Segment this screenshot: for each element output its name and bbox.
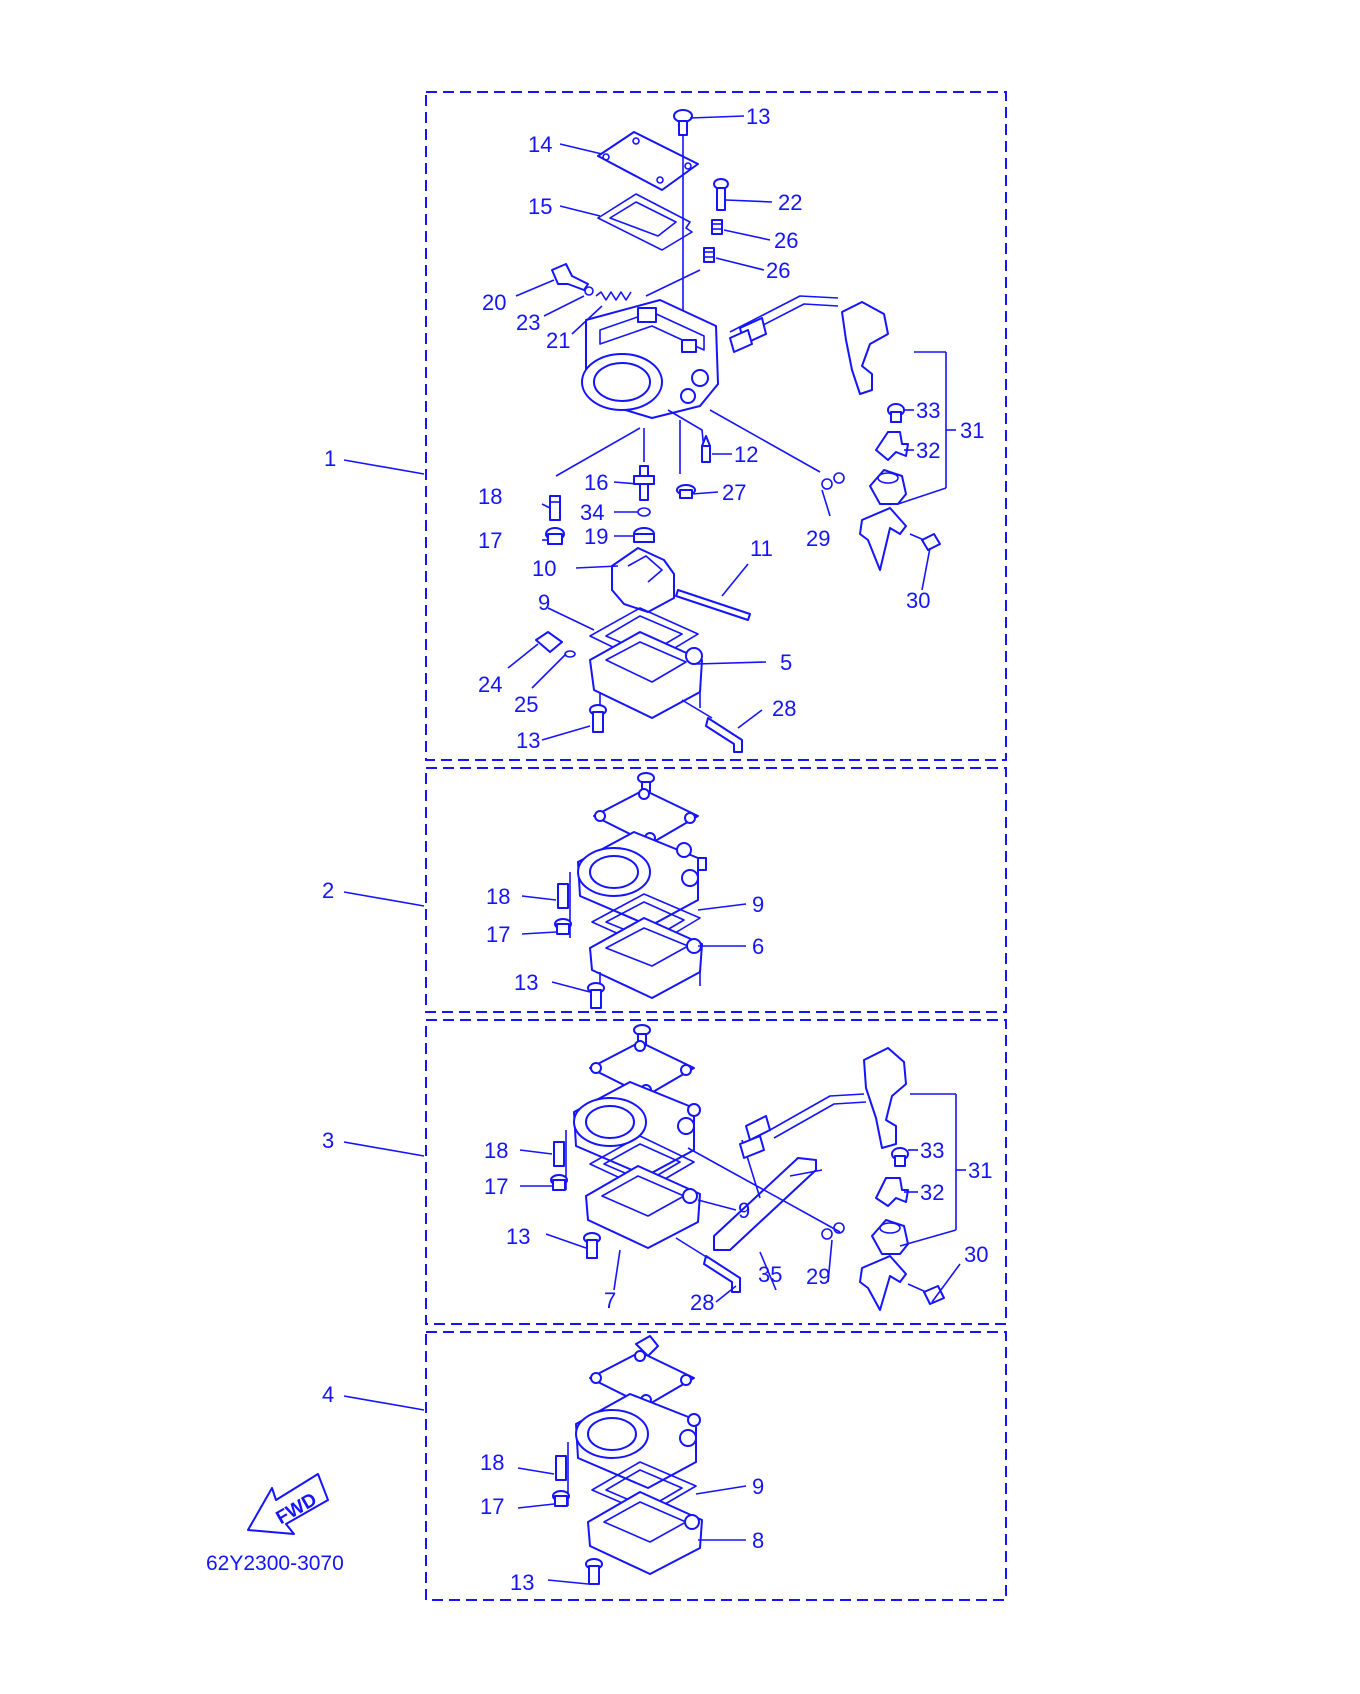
part-label: 9 [752,1474,764,1499]
group-1-leaders [507,115,956,741]
group-3-parts [550,1024,945,1311]
part-label: 21 [546,328,570,353]
part-label: 14 [528,132,552,157]
part-label: 7 [604,1288,616,1313]
part-label: 25 [514,692,538,717]
part-label: 15 [528,194,552,219]
part-label: 24 [478,672,502,697]
part-label: 35 [758,1262,782,1287]
group-4-leaders [517,1467,747,1585]
part-label: 28 [690,1290,714,1315]
part-label: 9 [538,590,550,615]
group-3-leaders [519,1093,966,1303]
part-label: 17 [478,528,502,553]
part-labels-group-1: 13 14 15 22 26 26 20 23 21 12 33 31 32 1… [478,104,984,753]
group-1-parts [535,109,941,753]
part-label: 18 [486,884,510,909]
group-label-2: 2 [322,878,334,903]
part-label: 31 [960,418,984,443]
drawing-code: 62Y2300-3070 [206,1552,344,1575]
part-label: 13 [746,104,770,129]
part-label: 33 [920,1138,944,1163]
part-labels-group-2: 18 9 17 6 13 [486,884,764,995]
group-box-4 [425,1331,1007,1601]
part-label: 6 [752,934,764,959]
part-label: 13 [506,1224,530,1249]
group-box-2 [425,767,1007,1013]
group-label-1: 1 [324,446,336,471]
part-label: 20 [482,290,506,315]
group-4-parts [552,1335,703,1585]
part-label: 5 [780,650,792,675]
group-label-4: 4 [322,1382,334,1407]
part-label: 17 [486,922,510,947]
part-label: 22 [778,190,802,215]
part-label: 33 [916,398,940,423]
part-label: 11 [750,536,773,561]
part-label: 17 [480,1494,504,1519]
part-label: 18 [478,484,502,509]
part-label: 30 [964,1242,988,1267]
group-leaders [343,459,425,1411]
part-label: 23 [516,310,540,335]
part-label: 8 [752,1528,764,1553]
part-label: 26 [766,258,790,283]
group-box-3 [425,1019,1007,1325]
part-labels-group-4: 18 9 17 8 13 [480,1450,764,1595]
part-label: 32 [920,1180,944,1205]
part-label: 13 [514,970,538,995]
group-box-1 [425,91,1007,761]
part-label: 28 [772,696,796,721]
part-label: 31 [968,1158,992,1183]
part-label: 12 [734,442,758,467]
part-label: 29 [806,1264,830,1289]
part-label: 32 [916,438,940,463]
part-label: 13 [510,1570,534,1595]
part-label: 9 [752,892,764,917]
part-label: 34 [580,500,604,525]
part-label: 17 [484,1174,508,1199]
part-label: 16 [584,470,608,495]
fwd-arrow-icon: FWD [247,1473,329,1535]
part-label: 26 [774,228,798,253]
part-label: 19 [584,524,608,549]
part-label: 18 [484,1138,508,1163]
part-label: 30 [906,588,930,613]
group-2-leaders [521,895,747,993]
part-label: 10 [532,556,556,581]
part-label: 13 [516,728,540,753]
part-label: 18 [480,1450,504,1475]
group-label-3: 3 [322,1128,334,1153]
part-labels-group-3: 18 33 31 17 32 9 30 13 35 29 7 28 [484,1138,992,1315]
part-label: 29 [806,526,830,551]
group-2-parts [554,772,707,1009]
part-label: 27 [722,480,746,505]
part-label: 9 [738,1198,750,1223]
